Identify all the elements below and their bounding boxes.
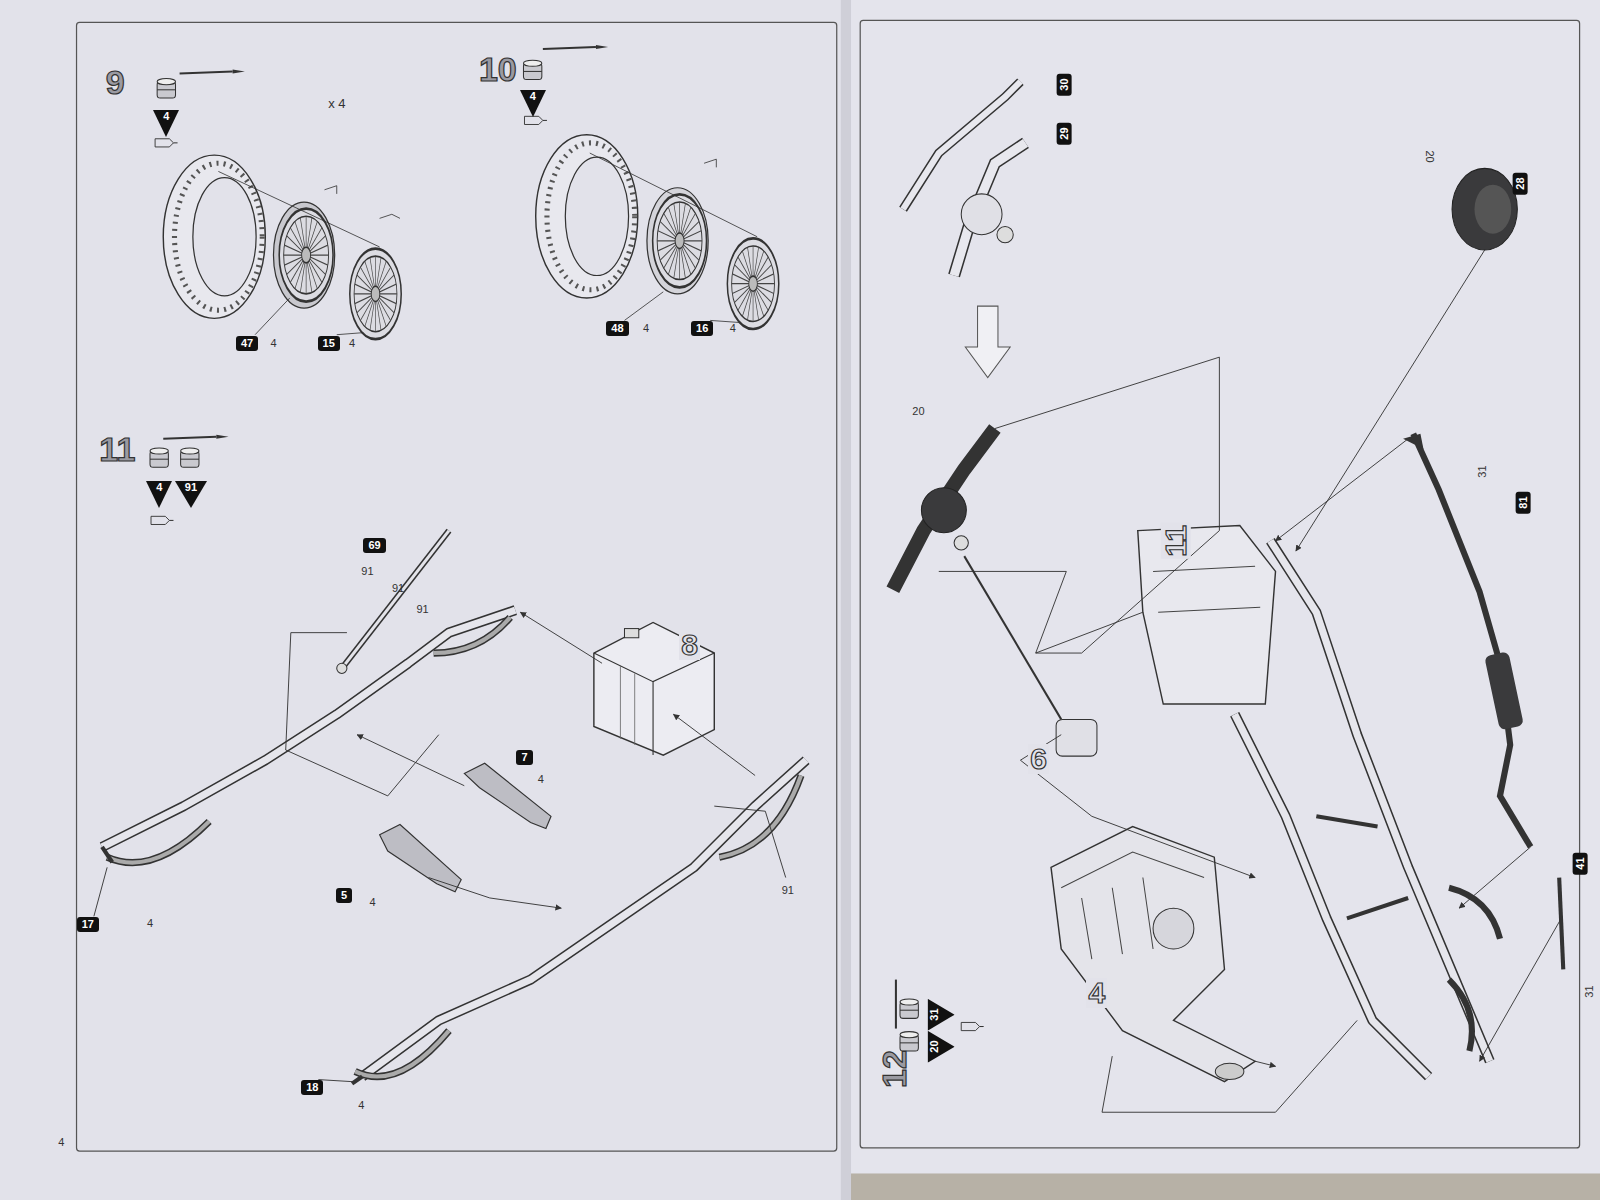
part-number: 28 xyxy=(1513,173,1528,195)
quantity-label: 4 xyxy=(643,323,649,334)
step-number: 10 xyxy=(479,52,517,86)
subassembly-number: 4 xyxy=(1086,978,1107,1008)
part-number: 81 xyxy=(1516,491,1531,513)
callout-number: 47 xyxy=(241,337,253,350)
callout-number: 91 xyxy=(185,481,197,494)
quantity-label: 91 xyxy=(361,566,373,577)
callout-number: 4 xyxy=(156,481,162,494)
part-number: 7 xyxy=(516,750,532,765)
part-number: 48 xyxy=(606,321,628,336)
paint-number: 91 xyxy=(175,481,207,508)
callout-number: 28 xyxy=(1514,178,1527,190)
assembly-lines xyxy=(94,612,786,1081)
callout-number: 18 xyxy=(306,1081,318,1094)
quantity-label: 91 xyxy=(416,604,428,615)
part-number: 30 xyxy=(1057,74,1072,96)
callout-number: 20 xyxy=(927,1041,940,1053)
paint-number: 4 xyxy=(153,110,179,137)
paint-triangle xyxy=(175,481,207,508)
quantity-label: 4 xyxy=(369,897,375,908)
step-number: 12 xyxy=(877,1050,911,1088)
callout-number: 29 xyxy=(1058,128,1071,140)
part-number: 5 xyxy=(336,888,352,903)
fuel-tank xyxy=(594,622,714,755)
part-number: 17 xyxy=(77,917,99,932)
quantity-label: 4 xyxy=(147,918,153,929)
paint-triangle xyxy=(927,1031,954,1063)
shaft xyxy=(337,531,449,674)
part-number: 15 xyxy=(318,336,340,351)
quantity-label: 4 xyxy=(538,774,544,785)
part-number: 18 xyxy=(301,1080,323,1095)
part-number: 47 xyxy=(236,336,258,351)
quantity-label: x 4 xyxy=(328,97,345,110)
callout-number: 48 xyxy=(611,322,623,335)
quantity-label: 91 xyxy=(392,583,404,594)
callout-number: 15 xyxy=(323,337,335,350)
step-number: 11 xyxy=(99,432,135,466)
radiator xyxy=(1138,526,1276,705)
wheel-assembly xyxy=(163,155,401,339)
callout-number: 5 xyxy=(341,889,347,902)
paint-triangle xyxy=(927,998,954,1030)
callout-number: 4 xyxy=(163,110,169,123)
paint-number: 20 xyxy=(927,1031,954,1063)
axle-parts xyxy=(893,82,1097,756)
quantity-label: 91 xyxy=(782,885,794,896)
paint-number: 31 xyxy=(927,998,954,1030)
paint-number: 4 xyxy=(146,481,172,508)
paint-triangle xyxy=(146,481,172,508)
callout-number: 41 xyxy=(1573,857,1586,869)
quantity-label: 4 xyxy=(358,1100,364,1111)
callout-number: 69 xyxy=(368,539,380,552)
callout-number: 4 xyxy=(530,90,536,103)
engine xyxy=(1051,827,1255,1082)
part-number: 69 xyxy=(363,538,385,553)
quantity-label: 31 xyxy=(1583,986,1594,998)
paint-triangle xyxy=(153,110,179,137)
callout-number: 30 xyxy=(1058,79,1071,91)
subassembly-number: 8 xyxy=(679,630,700,660)
callout-number: 31 xyxy=(927,1008,940,1020)
subassembly-number: 6 xyxy=(1028,744,1049,774)
quantity-label: 20 xyxy=(1423,150,1434,162)
part-number: 16 xyxy=(691,321,713,336)
part-number: 41 xyxy=(1572,852,1587,874)
paint-triangle xyxy=(520,90,546,117)
callout-number: 17 xyxy=(82,918,94,931)
callout-number: 16 xyxy=(696,322,708,335)
quantity-label: 4 xyxy=(349,338,355,349)
quantity-label: 4 xyxy=(270,338,276,349)
step-number: 9 xyxy=(106,65,125,99)
wheel-assembly xyxy=(536,135,779,329)
quantity-label: 4 xyxy=(730,323,736,334)
chassis-frame xyxy=(1235,541,1500,1077)
quantity-label: 31 xyxy=(1476,465,1487,477)
callout-number: 7 xyxy=(521,751,527,764)
subassembly-number: 11 xyxy=(1160,523,1190,559)
assembly-lines xyxy=(939,250,1561,1112)
page-number: 4 xyxy=(58,1137,64,1148)
quantity-label: 20 xyxy=(912,406,924,417)
callout-number: 81 xyxy=(1517,496,1530,508)
exhaust xyxy=(1403,168,1563,969)
part-number: 29 xyxy=(1057,123,1072,145)
paint-icons xyxy=(150,45,984,1051)
bracket-parts xyxy=(380,763,551,892)
chassis-frame xyxy=(102,610,806,1083)
paint-number: 4 xyxy=(520,90,546,117)
